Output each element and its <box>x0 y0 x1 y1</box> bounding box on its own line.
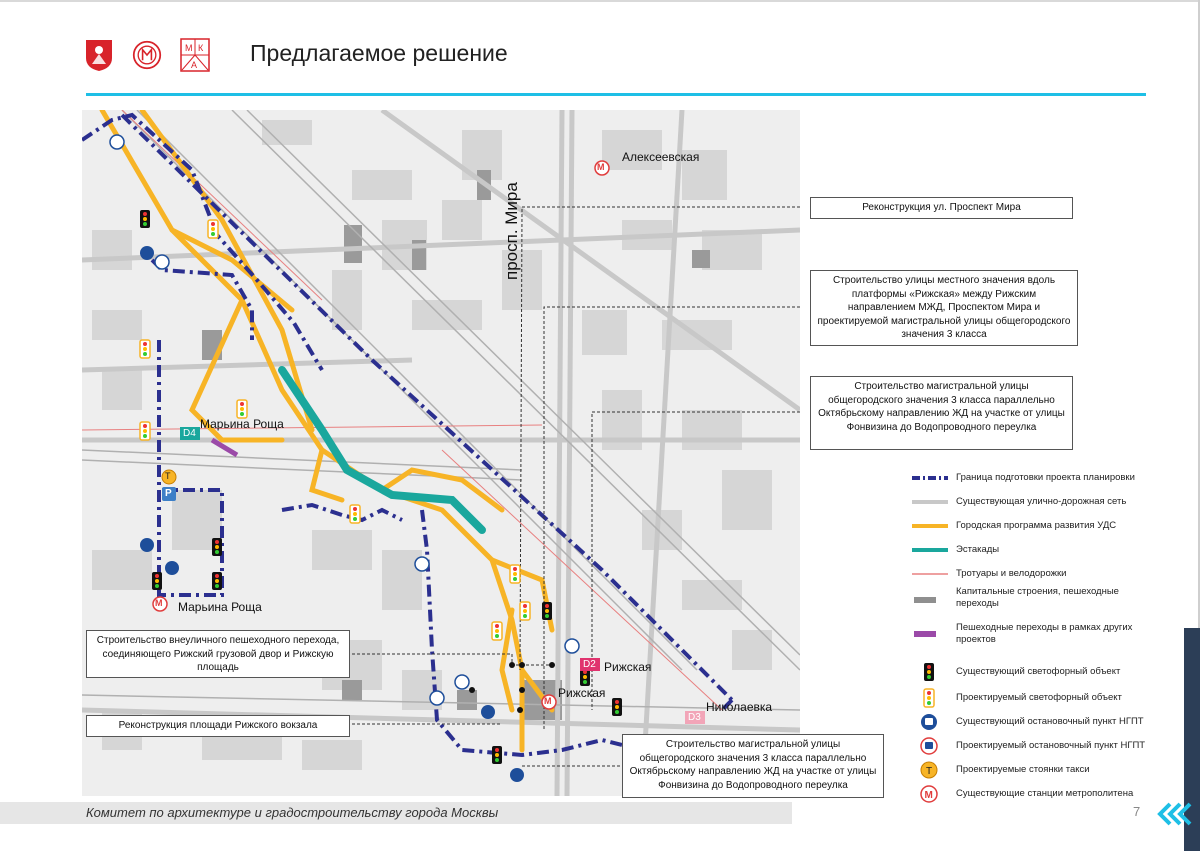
dark-grey-bar-icon <box>914 597 936 603</box>
taxi-stand-icon <box>161 469 177 485</box>
pink-line-icon <box>912 573 948 575</box>
bus-stops-existing <box>140 246 524 782</box>
connection-dots <box>469 662 555 713</box>
frame-right-line <box>1198 0 1200 851</box>
svg-text:Т: Т <box>926 766 932 777</box>
label-nikolaevka: Николаевка <box>706 700 773 714</box>
map-canvas <box>82 110 800 796</box>
taxi-letter: Т <box>165 471 171 481</box>
label-prosp-mira: просп. Мира <box>502 182 521 280</box>
teal-line-icon <box>912 548 948 552</box>
svg-text:М: М <box>925 790 933 801</box>
metro-letter-alekseevskaya: М <box>597 162 605 172</box>
label-rizhskaya-right: Рижская <box>604 660 652 674</box>
other-project-crossing <box>210 437 239 458</box>
mka-logo-icon: М К А <box>180 38 210 72</box>
callout-local-street: Строительство улицы местного значения вд… <box>810 270 1078 346</box>
badge-d3-text: D3 <box>688 712 701 723</box>
callout-prospekt-mira: Реконструкция ул. Проспект Мира <box>810 197 1073 219</box>
grey-line-icon <box>912 500 948 504</box>
page-number: 7 <box>1133 804 1141 819</box>
d3-badge <box>685 711 705 724</box>
callout-arterial-street-2: Строительство магистральной улицы общего… <box>622 734 884 798</box>
metro-icon: М <box>920 785 938 803</box>
parking-icon <box>162 487 176 501</box>
traffic-light-planned-icon <box>923 688 935 708</box>
metro-stations <box>152 160 610 710</box>
svg-text:А: А <box>191 60 197 70</box>
callout-station-square: Реконструкция площади Рижского вокзала <box>86 715 350 737</box>
label-marina-roshcha-bottom: Марьина Роща <box>178 600 262 614</box>
taxi-icon: Т <box>920 761 938 779</box>
callout-arterial-street-1: Строительство магистральной улицы общего… <box>810 376 1073 450</box>
footer-committee-text: Комитет по архитектуре и градостроительс… <box>86 805 499 820</box>
label-marina-roshcha-top: Марьина Роща <box>200 417 284 431</box>
svg-text:К: К <box>198 43 204 53</box>
side-panel-decoration <box>1184 628 1200 851</box>
d4-badge <box>180 427 200 440</box>
bus-stops-planned <box>109 134 580 706</box>
traffic-lights-existing <box>140 210 622 764</box>
page-title: Предлагаемое решение <box>250 40 508 66</box>
dash-dot-line-icon <box>912 476 948 480</box>
callout-pedestrian-crossing: Строительство внеуличного пешеходного пе… <box>86 630 350 678</box>
purple-bar-icon <box>914 631 936 637</box>
svg-text:М: М <box>185 43 193 53</box>
overpass <box>278 366 486 534</box>
badge-d4-text: D4 <box>183 428 196 439</box>
traffic-light-existing-icon <box>924 663 934 681</box>
traffic-lights-planned <box>139 219 531 641</box>
existing-roads <box>82 110 800 796</box>
label-alekseevskaya: Алексеевская <box>622 150 700 164</box>
moskomarkhitektura-seal-icon <box>132 40 162 70</box>
orange-line-icon <box>912 524 948 528</box>
frame-top-line <box>0 0 1200 2</box>
back-chevrons-icon[interactable] <box>1156 800 1196 828</box>
parking-letter: P <box>165 488 172 499</box>
label-rizhskaya-center: Рижская <box>558 686 606 700</box>
bus-stop-existing-icon <box>921 714 937 730</box>
metro-letter-rizhskaya: М <box>544 696 552 706</box>
badge-d2-text: D2 <box>583 659 596 670</box>
metro-letter-marina: М <box>155 598 163 608</box>
callout-leaders <box>322 206 800 767</box>
moscow-coat-of-arms-icon <box>86 40 112 71</box>
footer-bar <box>0 802 792 824</box>
planning-map: Алексеевская просп. Мира Марьина Роща Ма… <box>82 110 800 796</box>
d2-badge <box>580 658 600 671</box>
bus-stop-planned-icon <box>920 737 938 755</box>
title-underline <box>86 93 1146 96</box>
logo-group: М К А <box>84 38 210 72</box>
